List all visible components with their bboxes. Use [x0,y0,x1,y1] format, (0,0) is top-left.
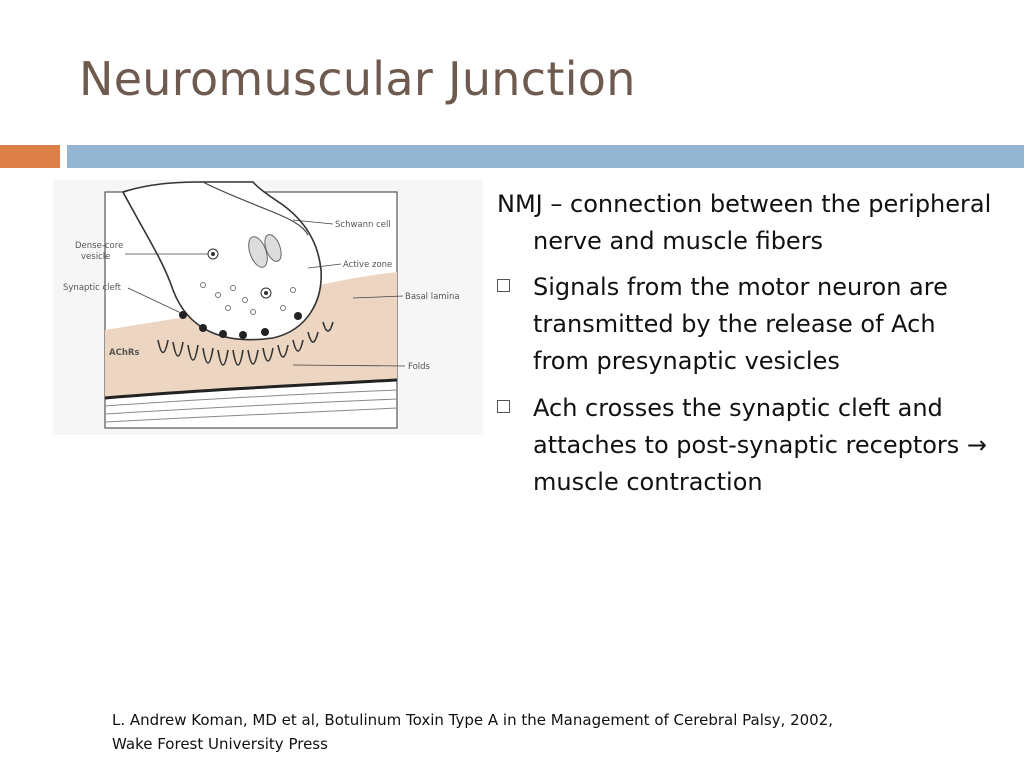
label-folds: Folds [408,362,431,372]
citation-line-1: L. Andrew Koman, MD et al, Botulinum Tox… [112,711,834,729]
square-bullet-icon [497,279,510,292]
nmj-diagram: Schwann cell Dense-core vesicle Active z… [53,180,483,435]
label-basal-lamina: Basal lamina [405,292,460,302]
citation-line-2: Wake Forest University Press [112,735,328,753]
label-dense-core-2: vesicle [81,252,110,262]
bullet-item: Ach crosses the synaptic cleft and attac… [497,390,997,501]
slide-title: Neuromuscular Junction [79,52,636,106]
label-synaptic-cleft: Synaptic cleft [63,283,122,293]
accent-bar [0,145,60,168]
intro-paragraph: NMJ – connection between the peripheral … [497,190,992,255]
label-schwann-cell: Schwann cell [335,220,391,230]
label-achrs: AChRs [109,348,139,358]
bullet-item: Signals from the motor neuron are transm… [497,269,997,380]
square-bullet-icon [497,400,510,413]
header-bar [67,145,1024,168]
citation: L. Andrew Koman, MD et al, Botulinum Tox… [112,708,912,756]
label-active-zone: Active zone [343,260,392,270]
label-dense-core-1: Dense-core [75,241,123,251]
slide-body: NMJ – connection between the peripheral … [497,186,997,511]
